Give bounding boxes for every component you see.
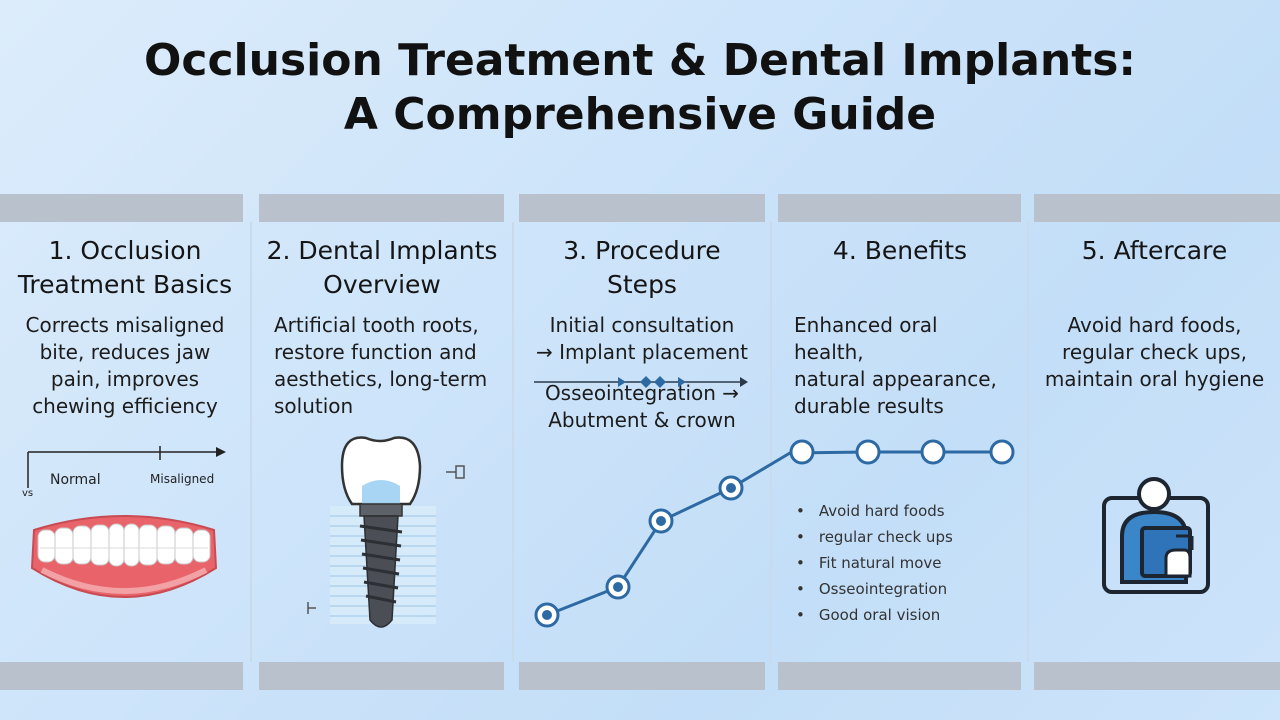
column-divider <box>770 222 772 662</box>
body-line: pain, improves <box>50 367 200 391</box>
column-divider <box>1027 222 1029 662</box>
panel-body: Corrects misaligned bite, reduces jaw pa… <box>0 312 250 420</box>
bottom-bar-3 <box>519 662 765 690</box>
heading-line: 5. Aftercare <box>1081 236 1228 265</box>
panel-occlusion-basics: 1. Occlusion Treatment Basics Corrects m… <box>0 222 250 662</box>
timeline-point <box>534 475 744 628</box>
panel-heading: 3. Procedure Steps <box>514 234 770 302</box>
progress-timeline <box>534 439 1015 628</box>
heading-line: 3. Procedure <box>563 236 721 265</box>
benefits-bullet-list: Avoid hard foods regular check ups Fit n… <box>796 498 953 628</box>
panel-body: Enhanced oral health, natural appearance… <box>772 312 1006 420</box>
occlusion-comparison-diagram <box>27 446 226 488</box>
top-bar-3 <box>519 194 765 222</box>
vs-label: vs <box>22 488 34 499</box>
bullet-item: Fit natural move <box>796 550 953 576</box>
heading-line: Overview <box>323 270 441 299</box>
bottom-bar-5 <box>1034 662 1280 690</box>
panel-procedure-steps: 3. Procedure Steps Initial consultation … <box>514 222 770 662</box>
top-bar-5 <box>1034 194 1280 222</box>
body-line: Artificial tooth roots, <box>274 313 479 337</box>
body-line: durable results <box>794 394 944 418</box>
misaligned-label: Misaligned <box>150 472 215 486</box>
heading-line: Treatment Basics <box>17 270 233 299</box>
column-divider <box>512 222 514 662</box>
body-line: aesthetics, long-term <box>274 367 488 391</box>
top-bar-2 <box>259 194 504 222</box>
body-line: maintain oral hygiene <box>1044 367 1265 391</box>
bottom-bar-4 <box>778 662 1021 690</box>
body-line: Initial consultation <box>549 313 735 337</box>
normal-label: Normal <box>50 472 101 488</box>
procedure-arrow <box>534 376 748 388</box>
heading-line: 1. Occlusion <box>48 236 202 265</box>
implant-icon <box>307 436 465 628</box>
top-bar-4 <box>778 194 1021 222</box>
panel-benefits: 4. Benefits Enhanced oral health, natura… <box>772 222 1028 662</box>
body-line: natural appearance, <box>794 367 997 391</box>
body-line: Enhanced oral health, <box>794 313 938 364</box>
heading-line: 2. Dental Implants <box>266 236 498 265</box>
bullet-item: Avoid hard foods <box>796 498 953 524</box>
panel-dental-implants: 2. Dental Implants Overview Artificial t… <box>252 222 512 662</box>
panel-body: Avoid hard foods, regular check ups, mai… <box>1029 312 1280 393</box>
bullet-item: regular check ups <box>796 524 953 550</box>
bottom-bar-1 <box>0 662 243 690</box>
panel-heading: 5. Aftercare <box>1029 234 1280 268</box>
body-line: Avoid hard foods, <box>1067 313 1242 337</box>
dental-arch-icon <box>30 515 218 598</box>
page-title: Occlusion Treatment & Dental Implants: A… <box>0 34 1280 142</box>
bottom-bar-2 <box>259 662 504 690</box>
body-line: chewing efficiency <box>32 394 218 418</box>
body-line: Abutment & crown <box>548 408 736 432</box>
body-line: solution <box>274 394 354 418</box>
panel-body: Artificial tooth roots, restore function… <box>252 312 490 420</box>
column-divider <box>250 222 252 662</box>
body-line: bite, reduces jaw <box>39 340 211 364</box>
top-bar-1 <box>0 194 243 222</box>
panel-heading: 2. Dental Implants Overview <box>252 234 512 302</box>
bullet-item: Good oral vision <box>796 602 953 628</box>
bullet-item: Osseointegration <box>796 576 953 602</box>
heading-line: 4. Benefits <box>832 236 968 265</box>
title-line-2: A Comprehensive Guide <box>343 89 937 140</box>
panel-heading: 4. Benefits <box>772 234 1028 268</box>
heading-line: Steps <box>607 270 677 299</box>
title-line-1: Occlusion Treatment & Dental Implants: <box>143 35 1137 86</box>
timeline-point <box>789 439 1015 465</box>
panel-heading: 1. Occlusion Treatment Basics <box>0 234 250 302</box>
body-line: Osseointegration → <box>544 381 740 405</box>
body-line: regular check ups, <box>1062 340 1247 364</box>
panel-body: Initial consultation → Implant placement… <box>514 312 770 434</box>
body-line: → Implant placement <box>536 340 748 364</box>
panel-aftercare: 5. Aftercare Avoid hard foods, regular c… <box>1029 222 1280 662</box>
body-line: restore function and <box>274 340 477 364</box>
person-at-computer-icon <box>1102 477 1210 594</box>
body-line: Corrects misaligned <box>25 313 225 337</box>
